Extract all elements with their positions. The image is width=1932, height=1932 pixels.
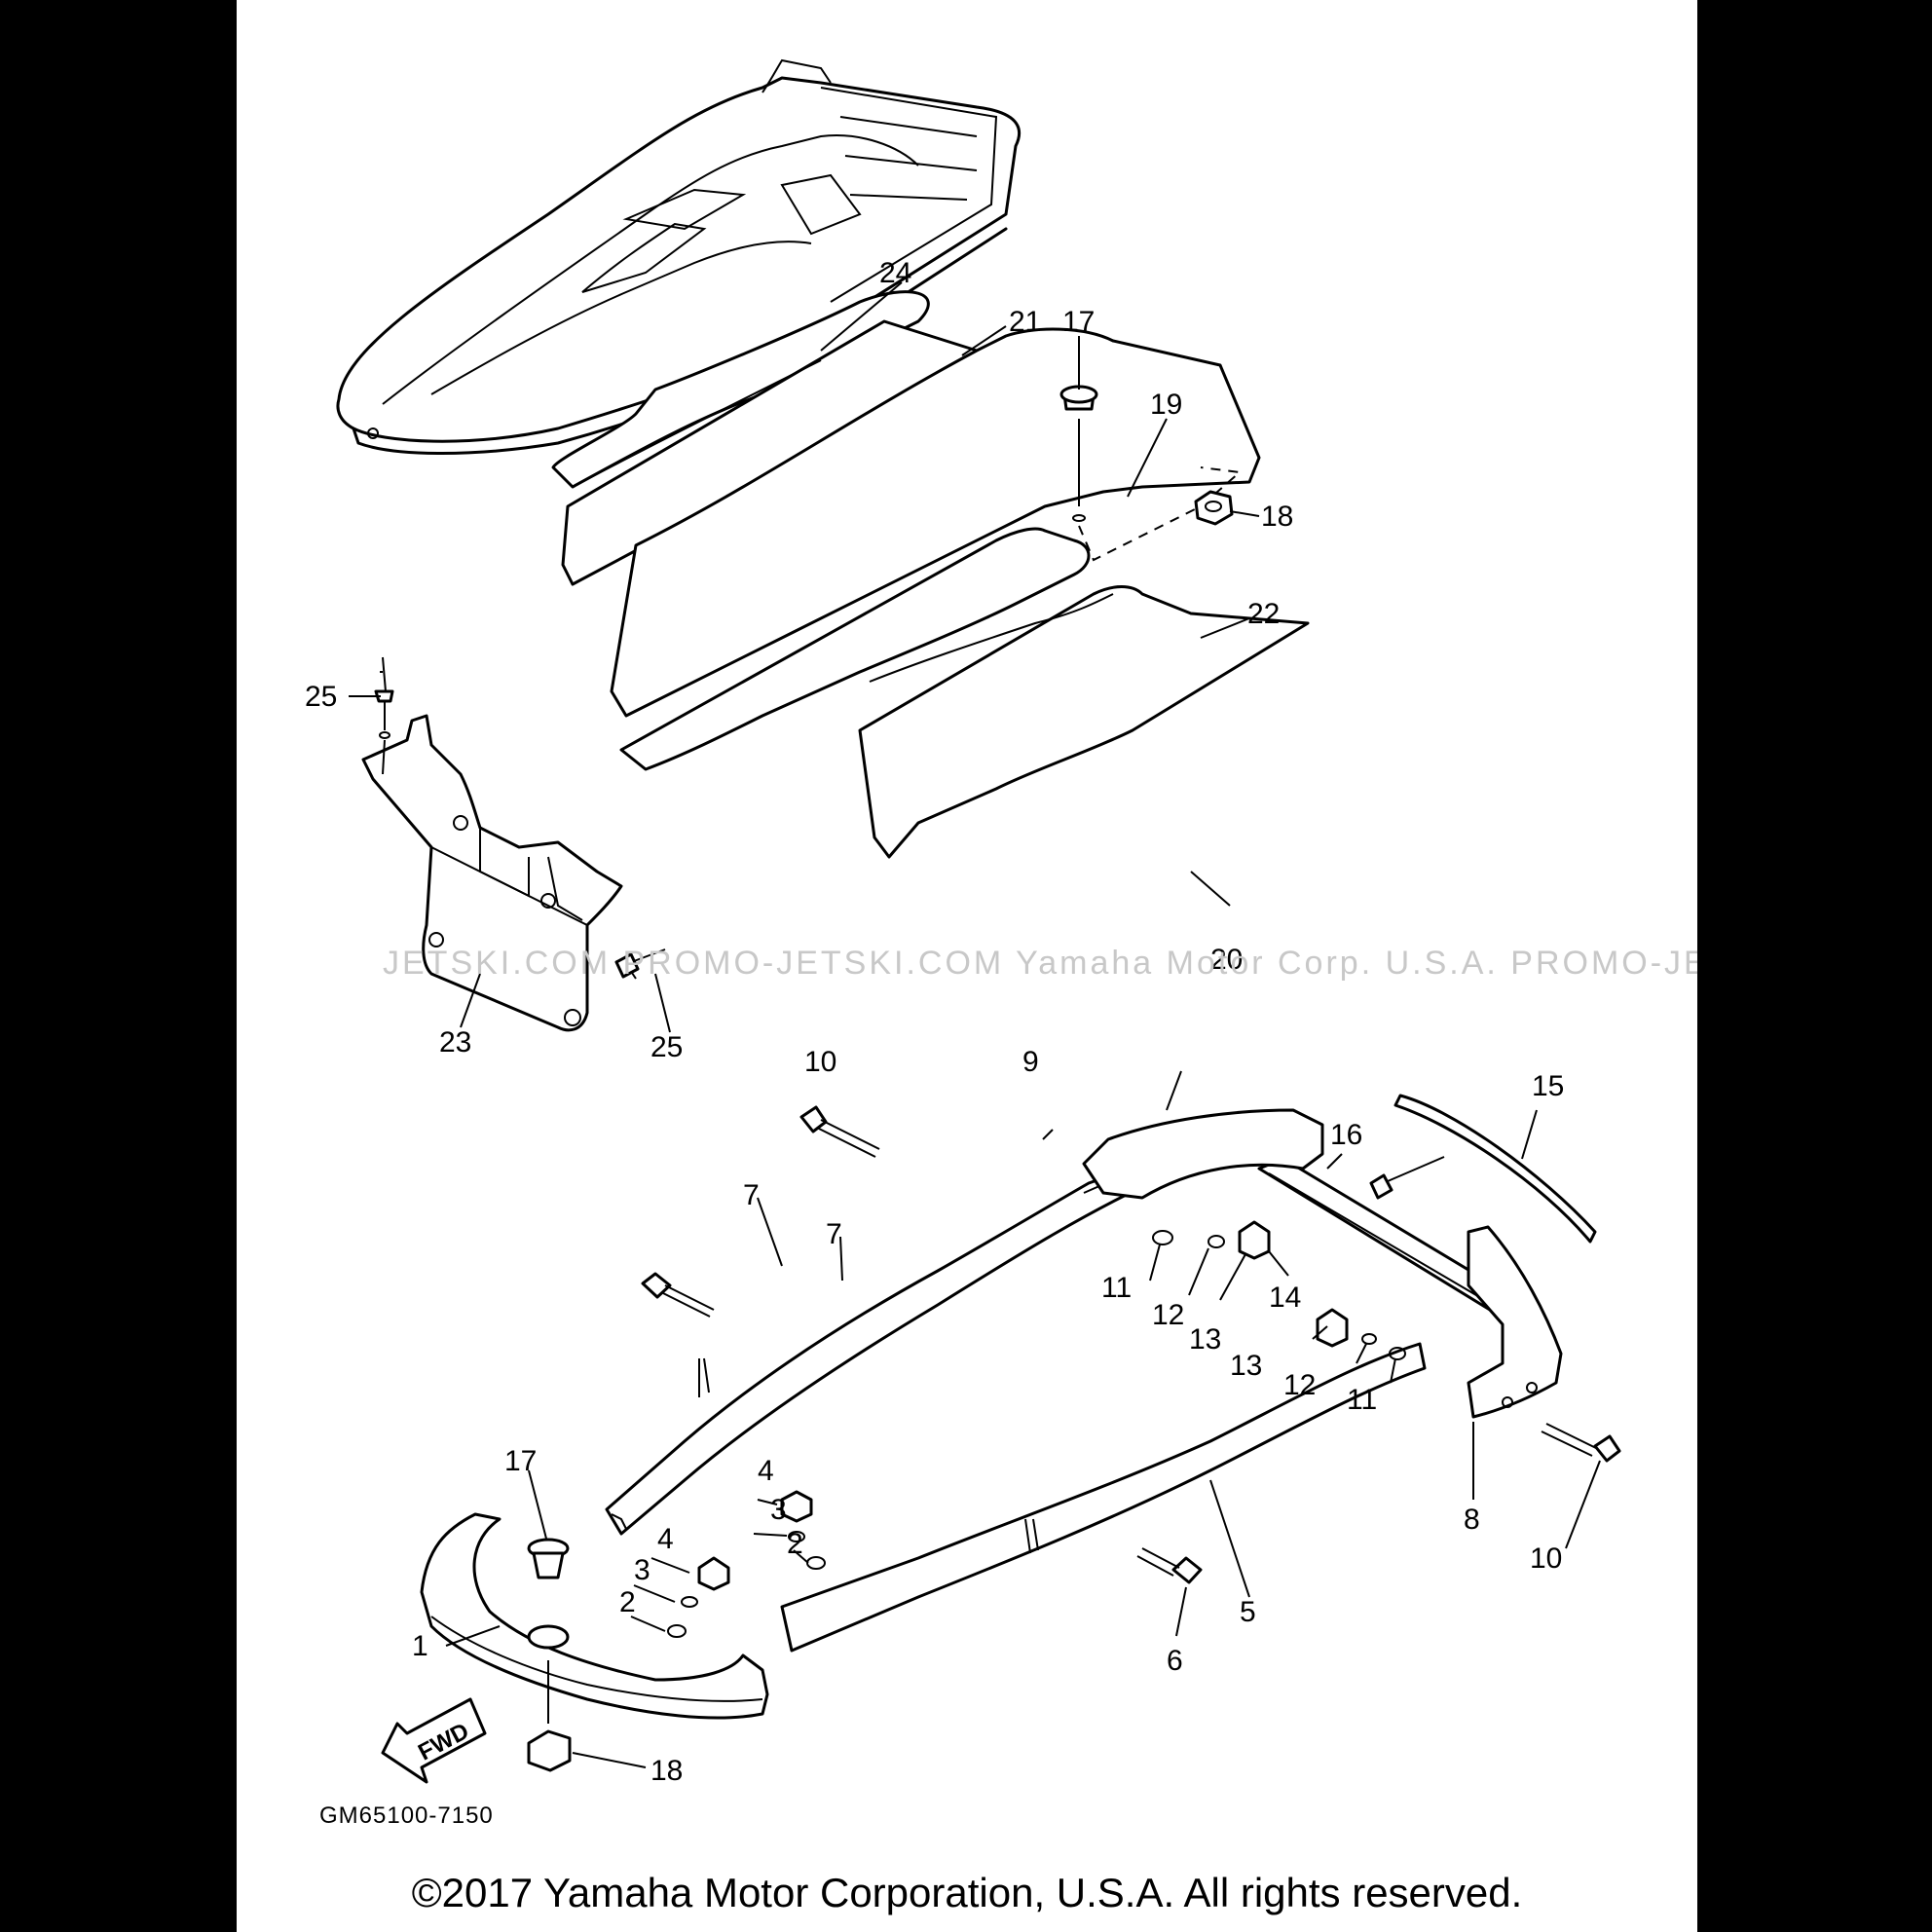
callout-21: 21 — [1009, 306, 1041, 338]
bracket-24 — [361, 714, 623, 1032]
rivet-25-right — [614, 948, 666, 980]
forward-arrow: FWD — [381, 1697, 487, 1784]
rivet-16 — [1369, 1156, 1445, 1200]
callout-11-left: 11 — [1101, 1272, 1132, 1304]
bolt-7-lower — [1136, 1547, 1203, 1584]
callout-11-right: 11 — [1347, 1384, 1377, 1416]
parts-diagram: FWD — [305, 58, 1697, 1829]
callout-17-bottom: 17 — [504, 1445, 537, 1477]
hidden-line-19 — [1078, 466, 1243, 562]
bumper-1 — [420, 1512, 769, 1720]
callout-22: 22 — [1247, 598, 1280, 630]
nut-18-top — [1194, 490, 1234, 526]
callout-3-right: 3 — [770, 1494, 787, 1526]
bumper-8 — [1467, 1225, 1563, 1419]
mats-group — [551, 290, 1310, 859]
mat-19 — [610, 327, 1261, 718]
watermark-text: JETSKI.COM PROMO-JETSKI.COM Yamaha Motor… — [383, 945, 1697, 982]
callout-25-left: 25 — [305, 681, 337, 713]
watercraft-hull-illustration — [336, 58, 1022, 456]
callout-1: 1 — [412, 1630, 428, 1662]
callout-14: 14 — [1269, 1282, 1301, 1314]
mat-20 — [858, 585, 1310, 859]
callout-19: 19 — [1150, 389, 1182, 421]
leader-lines — [349, 281, 1601, 1768]
callout-10-bottom: 10 — [1530, 1542, 1562, 1575]
callout-16: 16 — [1330, 1119, 1362, 1151]
callout-4-left: 4 — [657, 1523, 674, 1555]
bolt-10-lower — [1541, 1423, 1621, 1463]
callout-12-left: 12 — [1152, 1299, 1184, 1331]
callout-15: 15 — [1532, 1070, 1564, 1102]
callout-9: 9 — [1022, 1046, 1039, 1078]
callout-2-left: 2 — [619, 1586, 636, 1618]
callout-2-right: 2 — [787, 1528, 803, 1560]
diagram-sheet: FWD — [237, 0, 1697, 1932]
callout-5: 5 — [1240, 1596, 1256, 1628]
rail-5 — [780, 1342, 1427, 1653]
callout-8: 8 — [1464, 1504, 1480, 1536]
callout-18-bottom: 18 — [650, 1755, 683, 1787]
callout-numbers: 24 21 17 19 18 22 20 25 23 25 9 10 15 16… — [305, 257, 1564, 1787]
rail-6 — [605, 1152, 1173, 1536]
callout-7-top: 7 — [826, 1218, 842, 1250]
callout-13-left: 13 — [1189, 1323, 1221, 1356]
callout-24: 23 — [439, 1026, 471, 1059]
grommet-17-top — [1059, 385, 1098, 522]
callout-3-left: 3 — [634, 1554, 650, 1586]
callout-6: 7 — [743, 1179, 760, 1211]
bolt-7-upper — [641, 1272, 715, 1318]
callout-17-top: 17 — [1062, 306, 1095, 338]
rivet-25-left — [374, 656, 394, 775]
copyright-notice: ©2017 Yamaha Motor Corporation, U.S.A. A… — [411, 1870, 1523, 1915]
callout-13-right: 13 — [1230, 1350, 1262, 1382]
callout-25-right: 25 — [650, 1031, 683, 1063]
callout-10-top: 10 — [804, 1046, 836, 1078]
callout-4-right: 4 — [758, 1455, 774, 1487]
diagram-code: GM65100-7150 — [319, 1802, 494, 1829]
rail-15 — [1393, 1094, 1597, 1244]
bumper-9 — [1082, 1108, 1324, 1200]
bolt-10-upper — [799, 1105, 880, 1158]
callout-20: 20 — [1210, 944, 1243, 976]
grommet-17-bottom — [527, 1538, 570, 1579]
callout-12-right: 12 — [1283, 1369, 1316, 1401]
nut-18-bottom — [527, 1660, 572, 1772]
callout-23: 24 — [879, 257, 911, 289]
callout-18-top: 18 — [1261, 501, 1293, 533]
mat-22 — [619, 527, 1091, 771]
callout-7-bottom: 6 — [1167, 1645, 1183, 1677]
